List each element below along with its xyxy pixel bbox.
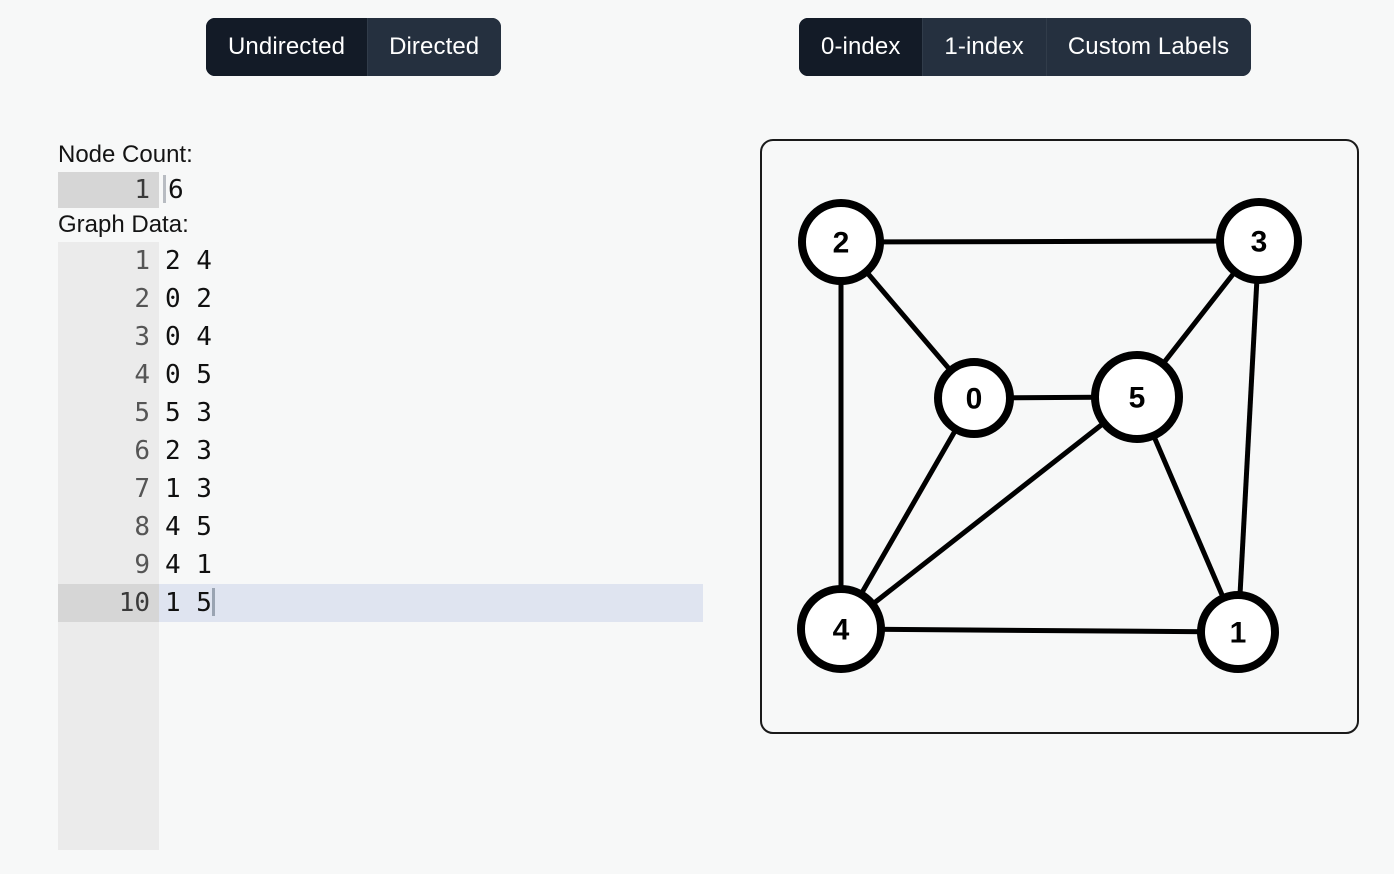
graph-data-label: Graph Data: (58, 211, 189, 238)
node-labeling-toggle-group: 0-index 1-index Custom Labels (799, 18, 1252, 76)
graph-edge[interactable] (838, 396, 977, 631)
line-content[interactable]: 1 3 (165, 474, 212, 504)
line-content[interactable]: 0 5 (165, 360, 212, 390)
line-number: 2 (58, 280, 159, 318)
graph-edge[interactable] (840, 626, 1239, 635)
line-content[interactable]: 4 5 (165, 512, 212, 542)
graph-edge[interactable] (839, 395, 1139, 631)
node-label: 0 (966, 383, 983, 416)
text-caret (211, 588, 215, 616)
node-layer: 0 1 2 3 4 5 (797, 198, 1302, 673)
graph-node[interactable]: 3 (1216, 198, 1302, 284)
graph-node[interactable]: 0 (934, 358, 1014, 438)
line-number: 10 (58, 584, 159, 622)
graph-edge[interactable] (840, 238, 1260, 245)
line-number-empty (58, 774, 159, 812)
graph-canvas-panel[interactable]: 0 1 2 3 4 5 (760, 139, 1359, 734)
line-number: 8 (58, 508, 159, 546)
graph-edge[interactable] (1235, 240, 1262, 633)
line-content[interactable]: 1 5 (159, 584, 703, 622)
node-label: 2 (833, 227, 850, 260)
toggle-zero-index[interactable]: 0-index (799, 18, 923, 76)
node-count-label: Node Count: (58, 141, 193, 168)
line-content[interactable]: 0 4 (165, 322, 212, 352)
text-caret (163, 175, 166, 203)
toggle-one-index[interactable]: 1-index (922, 18, 1046, 76)
node-circle[interactable] (798, 199, 884, 285)
toggle-undirected[interactable]: Undirected (206, 18, 368, 76)
line-content-empty[interactable] (159, 774, 703, 812)
node-label: 3 (1251, 226, 1268, 259)
line-number: 3 (58, 318, 159, 356)
line-content-empty[interactable] (159, 736, 703, 774)
edge-layer (838, 238, 1262, 635)
toggle-directed[interactable]: Directed (367, 18, 502, 76)
node-circle[interactable] (797, 585, 885, 673)
line-number: 1 (58, 242, 159, 280)
line-content[interactable]: 2 3 (165, 436, 212, 466)
line-content[interactable]: 2 4 (165, 246, 212, 276)
node-label: 4 (833, 614, 850, 647)
graph-node[interactable]: 5 (1091, 351, 1183, 443)
line-number: 6 (58, 432, 159, 470)
line-number-empty (58, 660, 159, 698)
node-circle[interactable] (934, 358, 1014, 438)
graph-direction-toggle-group: Undirected Directed (206, 18, 502, 76)
line-content[interactable]: 6 (159, 172, 703, 208)
line-content[interactable]: 0 2 (165, 284, 212, 314)
line-number: 9 (58, 546, 159, 584)
line-number: 5 (58, 394, 159, 432)
line-number-empty (58, 812, 159, 850)
line-number: 7 (58, 470, 159, 508)
graph-node[interactable]: 4 (797, 585, 885, 673)
line-content[interactable]: 5 3 (165, 398, 212, 428)
code-line-empty[interactable] (58, 774, 703, 812)
node-label: 1 (1230, 617, 1247, 650)
node-circle[interactable] (1091, 351, 1183, 443)
node-label: 5 (1129, 382, 1146, 415)
code-line-empty[interactable] (58, 660, 703, 698)
line-content-empty[interactable] (159, 622, 703, 660)
line-content-empty[interactable] (159, 698, 703, 736)
line-content-empty[interactable] (159, 812, 703, 850)
code-line-empty[interactable] (58, 736, 703, 774)
graph-visualization[interactable]: 0 1 2 3 4 5 (762, 141, 1357, 732)
line-number: 1 (58, 172, 159, 208)
code-line-empty[interactable] (58, 622, 703, 660)
graph-node[interactable]: 1 (1197, 591, 1279, 673)
line-number: 4 (58, 356, 159, 394)
line-number-empty (58, 736, 159, 774)
line-number-empty (58, 622, 159, 660)
line-content-empty[interactable] (159, 660, 703, 698)
node-circle[interactable] (1216, 198, 1302, 284)
code-line-empty[interactable] (58, 812, 703, 850)
toggle-custom-labels[interactable]: Custom Labels (1045, 18, 1252, 76)
line-content[interactable]: 4 1 (165, 550, 212, 580)
node-circle[interactable] (1197, 591, 1279, 673)
graph-node[interactable]: 2 (798, 199, 884, 285)
code-line-empty[interactable] (58, 698, 703, 736)
line-number-empty (58, 698, 159, 736)
